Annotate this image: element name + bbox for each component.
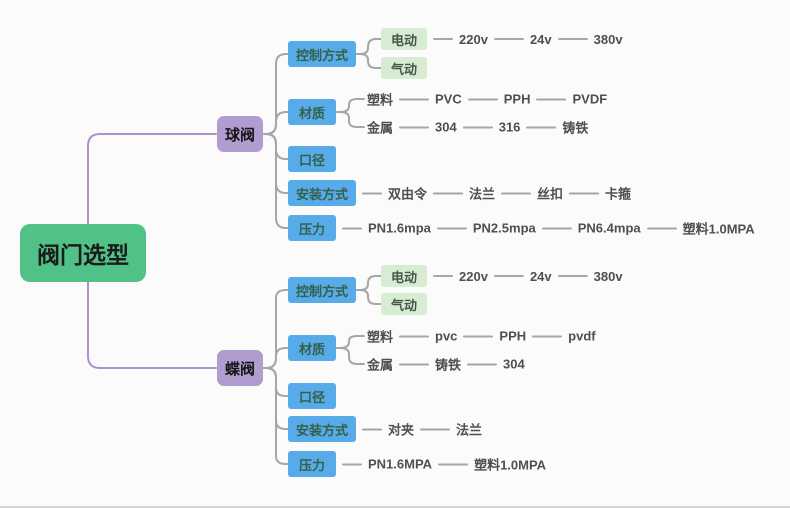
chain-item[interactable]: PPH: [499, 328, 527, 344]
chain-item[interactable]: PVC: [435, 91, 462, 107]
chain-item[interactable]: 304: [503, 356, 525, 372]
chain-item[interactable]: 塑料1.0MPA: [682, 221, 755, 237]
chain-row-install-ball: 双由令 法兰 丝扣 卡箍: [362, 184, 631, 203]
chain-item[interactable]: 380v: [593, 268, 623, 284]
chain-item[interactable]: 220v: [459, 31, 488, 47]
connector-dash: [342, 463, 362, 465]
topic-install-method-butterfly[interactable]: 安装方式: [288, 416, 356, 442]
subtopic-electric[interactable]: 电动: [381, 28, 428, 50]
topic-pressure-ball[interactable]: 压力: [288, 215, 336, 241]
chain-row-pneumatic-ball: 气动: [381, 57, 428, 79]
subtopic-pneumatic[interactable]: 气动: [381, 293, 428, 315]
connector-dash: [436, 227, 467, 229]
connector-dash: [526, 126, 557, 128]
topic-control-mode-ball[interactable]: 控制方式: [288, 41, 356, 67]
topic-pressure-butterfly[interactable]: 压力: [288, 451, 336, 477]
chain-item[interactable]: 220v: [459, 268, 488, 284]
connector-dash: [493, 38, 524, 40]
chain-row-plastic-butterfly: 塑料 pvc PPH pvdf: [367, 327, 596, 346]
connector-dash: [399, 98, 430, 100]
connector-dash: [557, 38, 588, 40]
connector-dash: [462, 126, 493, 128]
connector-dash: [438, 463, 469, 465]
connector-dash: [362, 428, 382, 430]
chain-item[interactable]: 铸铁: [562, 120, 589, 136]
chain-row-electric-ball: 电动 220v 24v 380v: [381, 28, 623, 50]
connector-dash: [433, 275, 454, 277]
chain-item[interactable]: 24v: [529, 268, 552, 284]
chain-item[interactable]: PN1.6mpa: [368, 220, 431, 236]
root-topic[interactable]: 阀门选型: [20, 224, 146, 282]
topic-control-mode-butterfly[interactable]: 控制方式: [288, 277, 356, 303]
chain-row-metal-ball: 金属 304 316 铸铁: [367, 118, 588, 137]
chain-row-plastic-ball: 塑料 PVC PPH PVDF: [367, 90, 607, 109]
chain-row-pressure-ball: PN1.6mpa PN2.5mpa PN6.4mpa 塑料1.0MPA: [342, 219, 755, 238]
subtopic-metal[interactable]: 金属: [367, 357, 394, 373]
subtopic-pneumatic[interactable]: 气动: [381, 57, 428, 79]
chain-row-pressure-butterfly: PN1.6MPA 塑料1.0MPA: [342, 455, 546, 474]
chain-item[interactable]: 法兰: [469, 186, 496, 202]
chain-item[interactable]: pvc: [435, 328, 458, 344]
chain-item[interactable]: 24v: [529, 31, 552, 47]
connector-dash: [433, 38, 454, 40]
chain-row-electric-butterfly: 电动 220v 24v 380v: [381, 265, 623, 287]
subtopic-metal[interactable]: 金属: [367, 120, 394, 136]
chain-row-metal-butterfly: 金属 铸铁 304: [367, 355, 525, 374]
chain-item[interactable]: 丝扣: [537, 186, 564, 202]
connector-dash: [569, 192, 600, 194]
topic-material-butterfly[interactable]: 材质: [288, 335, 336, 361]
chain-item[interactable]: PVDF: [572, 91, 608, 107]
chain-item[interactable]: 塑料1.0MPA: [474, 457, 547, 473]
connector-dash: [557, 275, 588, 277]
chain-item[interactable]: 铸铁: [435, 357, 462, 373]
chain-item[interactable]: 380v: [593, 31, 623, 47]
connector-dash: [399, 335, 430, 337]
topic-material-ball[interactable]: 材质: [288, 99, 336, 125]
connector-dash: [541, 227, 572, 229]
connector-dash: [399, 363, 430, 365]
chain-item[interactable]: 双由令: [388, 186, 428, 202]
connector-dash: [362, 192, 382, 194]
topic-diameter-butterfly[interactable]: 口径: [288, 383, 336, 409]
chain-item[interactable]: 304: [435, 119, 457, 135]
connector-dash: [467, 363, 498, 365]
branch-node-ball-valve[interactable]: 球阀: [217, 116, 263, 152]
connector-dash: [536, 98, 567, 100]
chain-item[interactable]: PPH: [503, 91, 531, 107]
chain-item[interactable]: PN6.4mpa: [577, 220, 641, 236]
chain-item[interactable]: PN2.5mpa: [472, 220, 536, 236]
connector-dash: [467, 98, 498, 100]
subtopic-plastic[interactable]: 塑料: [367, 92, 394, 108]
connector-dash: [463, 335, 494, 337]
chain-item[interactable]: 对夹: [388, 422, 415, 438]
branch-node-butterfly-valve[interactable]: 蝶阀: [217, 350, 263, 386]
chain-item[interactable]: PN1.6MPA: [368, 456, 433, 472]
chain-row-install-butterfly: 对夹 法兰: [362, 420, 482, 439]
subtopic-electric[interactable]: 电动: [381, 265, 428, 287]
connector-dash: [493, 275, 524, 277]
connector-dash: [646, 227, 677, 229]
connector-dash: [420, 428, 451, 430]
subtopic-plastic[interactable]: 塑料: [367, 329, 394, 345]
connector-dash: [532, 335, 563, 337]
connector-dash: [433, 192, 464, 194]
chain-item[interactable]: pvdf: [568, 328, 596, 344]
topic-install-method-ball[interactable]: 安装方式: [288, 180, 356, 206]
chain-item[interactable]: 卡箍: [605, 186, 632, 202]
chain-row-pneumatic-butterfly: 气动: [381, 293, 428, 315]
topic-diameter-ball[interactable]: 口径: [288, 146, 336, 172]
connector-dash: [342, 227, 362, 229]
chain-item[interactable]: 法兰: [456, 422, 483, 438]
chain-item[interactable]: 316: [498, 119, 521, 135]
connector-dash: [399, 126, 430, 128]
connector-dash: [501, 192, 532, 194]
